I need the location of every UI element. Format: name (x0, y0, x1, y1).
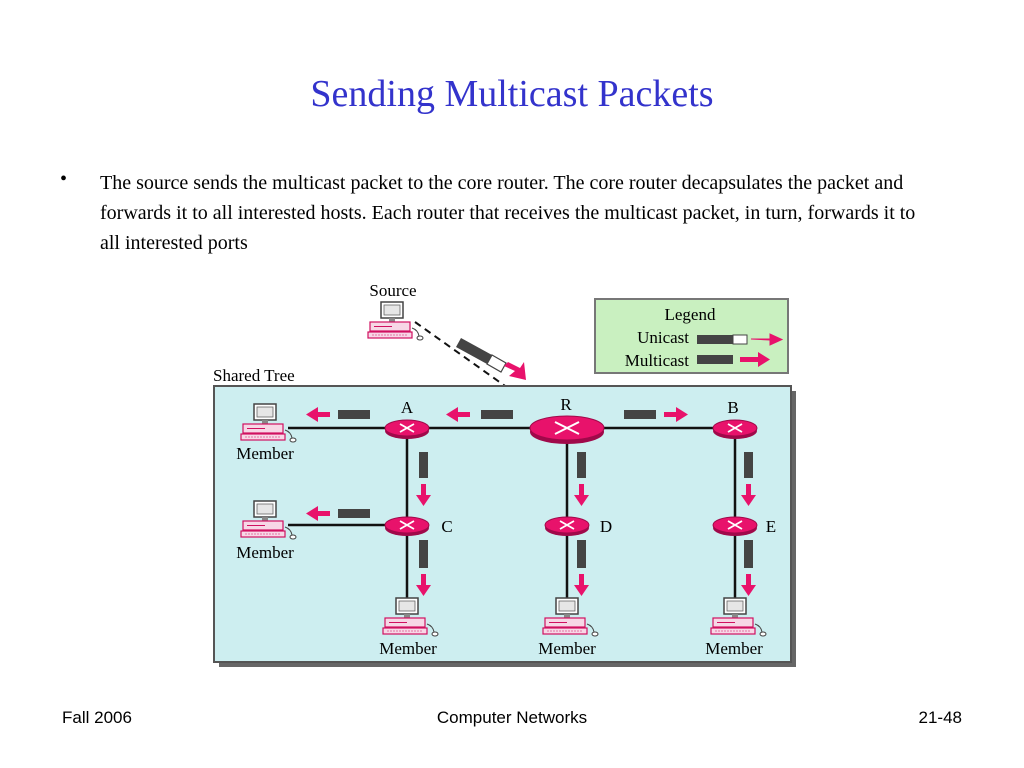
member-label: Member (236, 444, 294, 463)
router-b-icon (712, 419, 758, 440)
legend-multicast-icon (697, 352, 770, 367)
shared-tree-label: Shared Tree (213, 366, 295, 385)
multicast-packet-r-to-b (624, 407, 688, 422)
router-e-icon (712, 516, 758, 537)
member-label: Member (538, 639, 596, 658)
multicast-packet-e-to-member (741, 540, 756, 596)
multicast-packet-r-to-a (446, 407, 513, 422)
footer-right: 21-48 (918, 708, 962, 727)
multicast-packet-c-to-member-down (416, 540, 431, 596)
multicast-packet-a-to-member (306, 407, 370, 422)
member-label: Member (379, 639, 437, 658)
source-computer-icon (367, 301, 424, 341)
member-label: Member (705, 639, 763, 658)
slide-title: Sending Multicast Packets (310, 73, 714, 115)
unicast-packet-icon (456, 338, 526, 380)
footer-left: Fall 2006 (62, 708, 132, 727)
router-r-label: R (560, 395, 572, 414)
router-a-icon (384, 419, 430, 440)
multicast-packet-a-to-c (416, 452, 431, 506)
bullet-marker: • (60, 168, 68, 190)
legend-multicast-label: Multicast (625, 351, 689, 370)
router-a-label: A (401, 398, 414, 417)
router-c-label: C (441, 517, 452, 536)
multicast-packet-c-to-member (306, 506, 370, 521)
footer-center: Computer Networks (436, 708, 588, 727)
router-b-label: B (727, 398, 738, 417)
legend-title: Legend (665, 305, 716, 324)
multicast-packet-d-to-member (574, 540, 589, 596)
legend-unicast-icon (697, 333, 784, 346)
router-c-icon (384, 516, 430, 537)
member-label: Member (236, 543, 294, 562)
multicast-packet-r-to-d (574, 452, 589, 506)
bullet-text: The source sends the multicast packet to… (100, 172, 916, 254)
router-d-icon (544, 516, 590, 537)
source-label: Source (369, 281, 416, 300)
router-e-label: E (766, 517, 776, 536)
legend: Legend Unicast Multicast (594, 298, 789, 374)
router-d-label: D (600, 517, 612, 536)
legend-unicast-label: Unicast (637, 328, 689, 347)
unicast-tunnel-line (414, 321, 554, 421)
multicast-packet-b-to-e (741, 452, 756, 506)
router-r-icon (529, 415, 605, 445)
